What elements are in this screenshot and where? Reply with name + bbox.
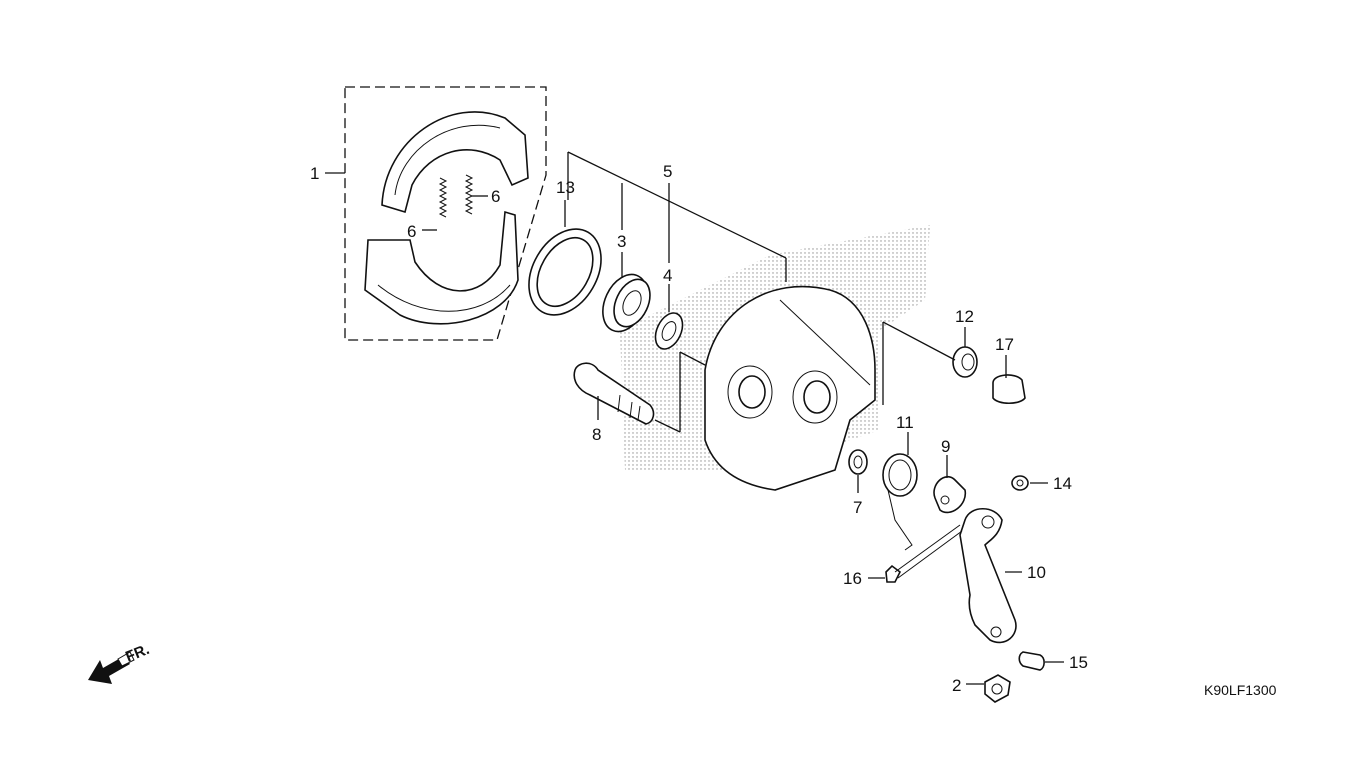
callout-6-left: 6 (407, 222, 416, 241)
part-12-nut[interactable] (952, 346, 978, 378)
callout-13: 13 (556, 178, 575, 197)
callout-3: 3 (617, 232, 626, 251)
callout-4: 4 (663, 266, 672, 285)
callout-16: 16 (843, 569, 862, 588)
callout-15: 15 (1069, 653, 1088, 672)
front-arrow (88, 651, 135, 684)
part-8-cam[interactable] (573, 362, 655, 425)
brake-shoe-set[interactable] (344, 86, 547, 341)
part-9-indicator[interactable] (933, 475, 966, 514)
part-5-brake-panel[interactable] (704, 285, 876, 491)
callout-9: 9 (941, 437, 950, 456)
callout-1: 1 (310, 164, 319, 183)
part-14-nut[interactable] (1011, 475, 1029, 491)
callout-6-right: 6 (491, 187, 500, 206)
part-15-pin[interactable] (1018, 651, 1045, 671)
part-16-bolt[interactable] (885, 524, 963, 583)
callout-8: 8 (592, 425, 601, 444)
part-13-seal[interactable] (514, 216, 615, 328)
front-label: FR. (123, 641, 152, 666)
part-10-brake-arm[interactable] (959, 507, 1017, 644)
diagram-code: K90LF1300 (1204, 682, 1277, 698)
leader-lines (325, 151, 1064, 685)
part-2-nut[interactable] (984, 674, 1011, 703)
part-7-washer[interactable] (848, 449, 868, 475)
part-11-spring[interactable] (882, 453, 918, 551)
part-3-gear[interactable] (594, 267, 657, 338)
callout-14: 14 (1053, 474, 1072, 493)
callout-12: 12 (955, 307, 974, 326)
part-17-cap[interactable] (992, 374, 1026, 405)
callout-7: 7 (853, 498, 862, 517)
callout-10: 10 (1027, 563, 1046, 582)
callout-2: 2 (952, 676, 961, 695)
callout-17: 17 (995, 335, 1014, 354)
callout-11: 11 (896, 413, 914, 432)
callout-5: 5 (663, 162, 672, 181)
part-4-washer[interactable] (650, 309, 688, 354)
